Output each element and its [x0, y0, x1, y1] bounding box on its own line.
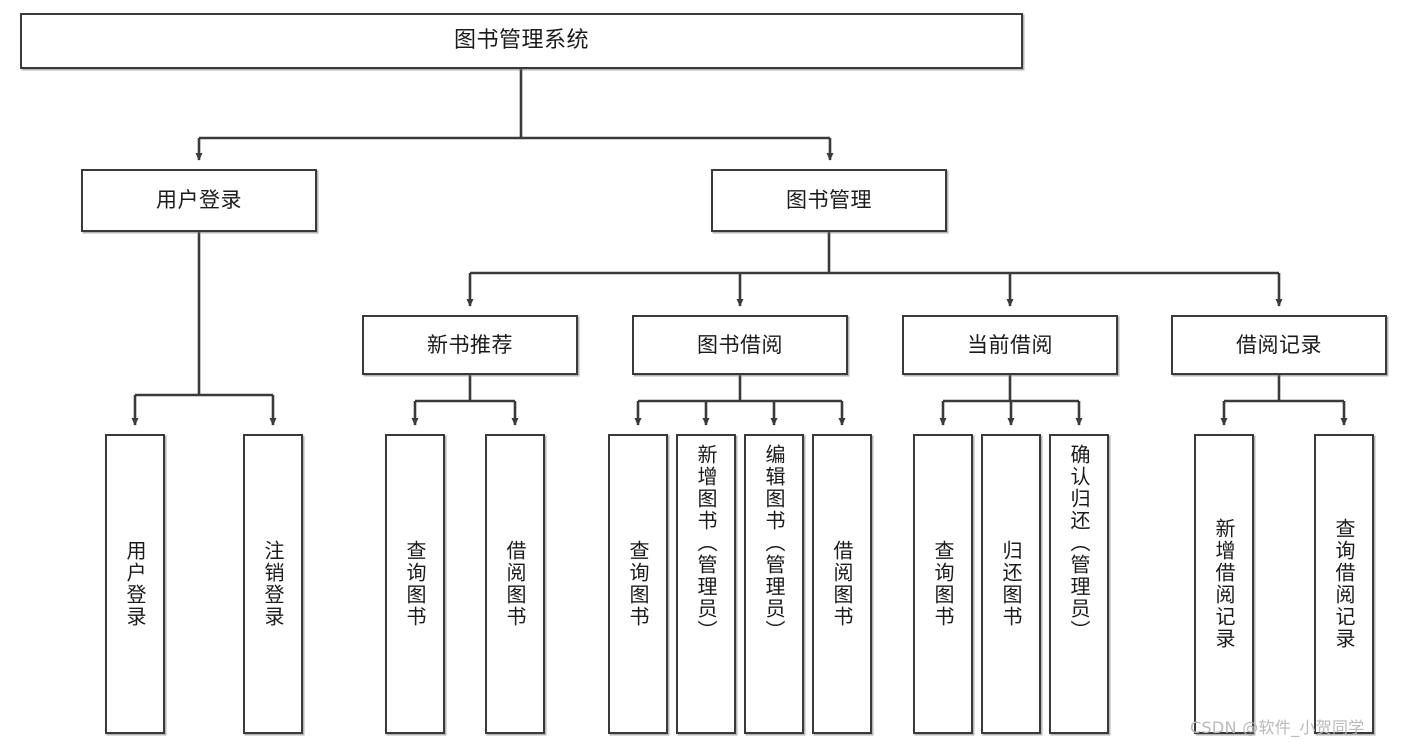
- node-leaf-confirm-return-label: 确认归还（管理员）: [1067, 444, 1091, 642]
- node-leaf-query-record[interactable]: 查询借阅记录: [1314, 434, 1374, 734]
- node-leaf-return-book-label: 归还图书: [999, 540, 1023, 628]
- node-book-management[interactable]: 图书管理: [711, 169, 947, 232]
- node-root[interactable]: 图书管理系统: [20, 13, 1023, 69]
- node-leaf-query-book-1[interactable]: 查询图书: [385, 434, 445, 734]
- node-book-management-label: 图书管理: [786, 188, 872, 213]
- node-leaf-borrow-book-2-label: 借阅图书: [830, 540, 854, 628]
- node-leaf-query-record-label: 查询借阅记录: [1332, 518, 1356, 650]
- node-user-login-label: 用户登录: [156, 188, 242, 213]
- node-leaf-query-book-3[interactable]: 查询图书: [913, 434, 973, 734]
- node-leaf-edit-book[interactable]: 编辑图书（管理员）: [744, 434, 804, 734]
- node-leaf-query-book-1-label: 查询图书: [403, 540, 427, 628]
- node-leaf-user-login[interactable]: 用户登录: [105, 434, 165, 734]
- node-new-book-recommend[interactable]: 新书推荐: [362, 315, 578, 375]
- node-current-borrow-label: 当前借阅: [967, 332, 1053, 357]
- node-current-borrow[interactable]: 当前借阅: [902, 315, 1118, 375]
- node-leaf-return-book[interactable]: 归还图书: [981, 434, 1041, 734]
- csdn-watermark: CSDN @软件_小贺同学: [1190, 718, 1365, 737]
- node-leaf-query-book-2-label: 查询图书: [626, 540, 650, 628]
- node-user-login[interactable]: 用户登录: [81, 169, 317, 232]
- node-new-book-recommend-label: 新书推荐: [427, 332, 513, 357]
- node-leaf-borrow-book-1-label: 借阅图书: [503, 540, 527, 628]
- node-leaf-add-book-label: 新增图书（管理员）: [694, 444, 718, 642]
- node-leaf-logout[interactable]: 注销登录: [243, 434, 303, 734]
- node-leaf-query-book-3-label: 查询图书: [931, 540, 955, 628]
- node-leaf-query-book-2[interactable]: 查询图书: [608, 434, 668, 734]
- node-borrow-record[interactable]: 借阅记录: [1171, 315, 1387, 375]
- node-leaf-add-record-label: 新增借阅记录: [1212, 518, 1236, 650]
- node-leaf-borrow-book-1[interactable]: 借阅图书: [485, 434, 545, 734]
- node-leaf-confirm-return[interactable]: 确认归还（管理员）: [1049, 434, 1109, 734]
- node-leaf-user-login-label: 用户登录: [123, 540, 147, 628]
- node-book-borrow[interactable]: 图书借阅: [632, 315, 848, 375]
- node-root-label: 图书管理系统: [453, 28, 589, 54]
- node-leaf-borrow-book-2[interactable]: 借阅图书: [812, 434, 872, 734]
- node-leaf-edit-book-label: 编辑图书（管理员）: [762, 444, 786, 642]
- node-leaf-logout-label: 注销登录: [261, 540, 285, 628]
- node-leaf-add-book[interactable]: 新增图书（管理员）: [676, 434, 736, 734]
- node-book-borrow-label: 图书借阅: [697, 332, 783, 357]
- node-borrow-record-label: 借阅记录: [1236, 332, 1322, 357]
- node-leaf-add-record[interactable]: 新增借阅记录: [1194, 434, 1254, 734]
